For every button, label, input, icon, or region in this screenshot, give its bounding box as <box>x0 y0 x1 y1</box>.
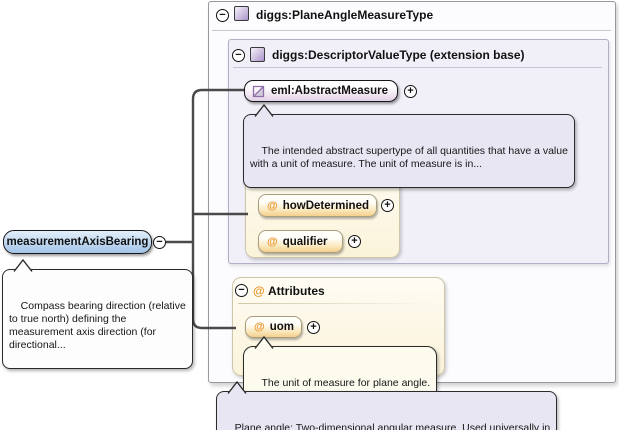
inner-header-separator <box>233 67 602 68</box>
annotation-pointer-icon <box>254 103 274 117</box>
abstract-element-label: eml:AbstractMeasure <box>271 85 388 97</box>
annotation-pointer-icon <box>227 380 247 394</box>
element-measurement-axis-bearing[interactable]: measurementAxisBearing <box>3 230 152 254</box>
annotation-text: The intended abstract supertype of all q… <box>250 145 568 170</box>
attribute-marker-icon: @ <box>253 284 265 298</box>
annotation-pointer-icon <box>13 258 33 272</box>
attr-group2-label: Attributes <box>268 284 325 298</box>
abstract-element-icon <box>252 85 265 97</box>
descriptor-value-type-label: diggs:DescriptorValueType (extension bas… <box>272 48 525 62</box>
attribute-marker-icon: @ <box>267 199 278 212</box>
plane-angle-type-collapse-toggle[interactable]: − <box>216 9 229 22</box>
attribute-how-determined[interactable]: @ howDetermined <box>258 194 377 217</box>
attribute-marker-icon: @ <box>254 321 265 333</box>
complex-type-icon <box>234 6 249 21</box>
attribute-label: uom <box>269 321 295 333</box>
annotation-text: The unit of measure for plane angle. <box>261 377 431 389</box>
attribute-marker-icon: @ <box>267 235 278 248</box>
plane-angle-type-label: diggs:PlaneAngleMeasureType <box>256 8 434 22</box>
qualifier-expand-toggle[interactable]: + <box>348 235 361 248</box>
abstract-measure-expand-toggle[interactable]: + <box>404 85 417 98</box>
attribute-label: howDetermined <box>282 199 369 212</box>
descriptor-value-type-collapse-toggle[interactable]: − <box>232 49 245 62</box>
element-label: measurementAxisBearing <box>6 236 149 248</box>
abstract-measure-annotation: The intended abstract supertype of all q… <box>243 103 575 188</box>
outer-header-separator <box>212 30 611 31</box>
annotation-text: Compass bearing direction (relative to t… <box>9 300 186 351</box>
complex-type-icon <box>250 47 265 62</box>
how-determined-expand-toggle[interactable]: + <box>381 199 394 212</box>
element-eml-abstract-measure[interactable]: eml:AbstractMeasure <box>244 80 398 102</box>
element-annotation: Compass bearing direction (relative to t… <box>2 258 193 369</box>
attribute-qualifier[interactable]: @ qualifier <box>258 230 343 253</box>
measurement-axis-bearing-collapse-toggle[interactable]: − <box>153 236 166 249</box>
annotation-text: Plane angle: Two-dimensional angular mea… <box>234 422 551 430</box>
attr-group2-collapse-toggle[interactable]: − <box>235 284 248 297</box>
annotation-pointer-icon <box>254 335 274 349</box>
attribute-label: qualifier <box>282 235 328 248</box>
uom-expand-toggle[interactable]: + <box>307 321 320 334</box>
plane-angle-type-annotation: Plane angle: Two-dimensional angular mea… <box>216 380 558 430</box>
attr-group2-separator <box>238 303 430 304</box>
